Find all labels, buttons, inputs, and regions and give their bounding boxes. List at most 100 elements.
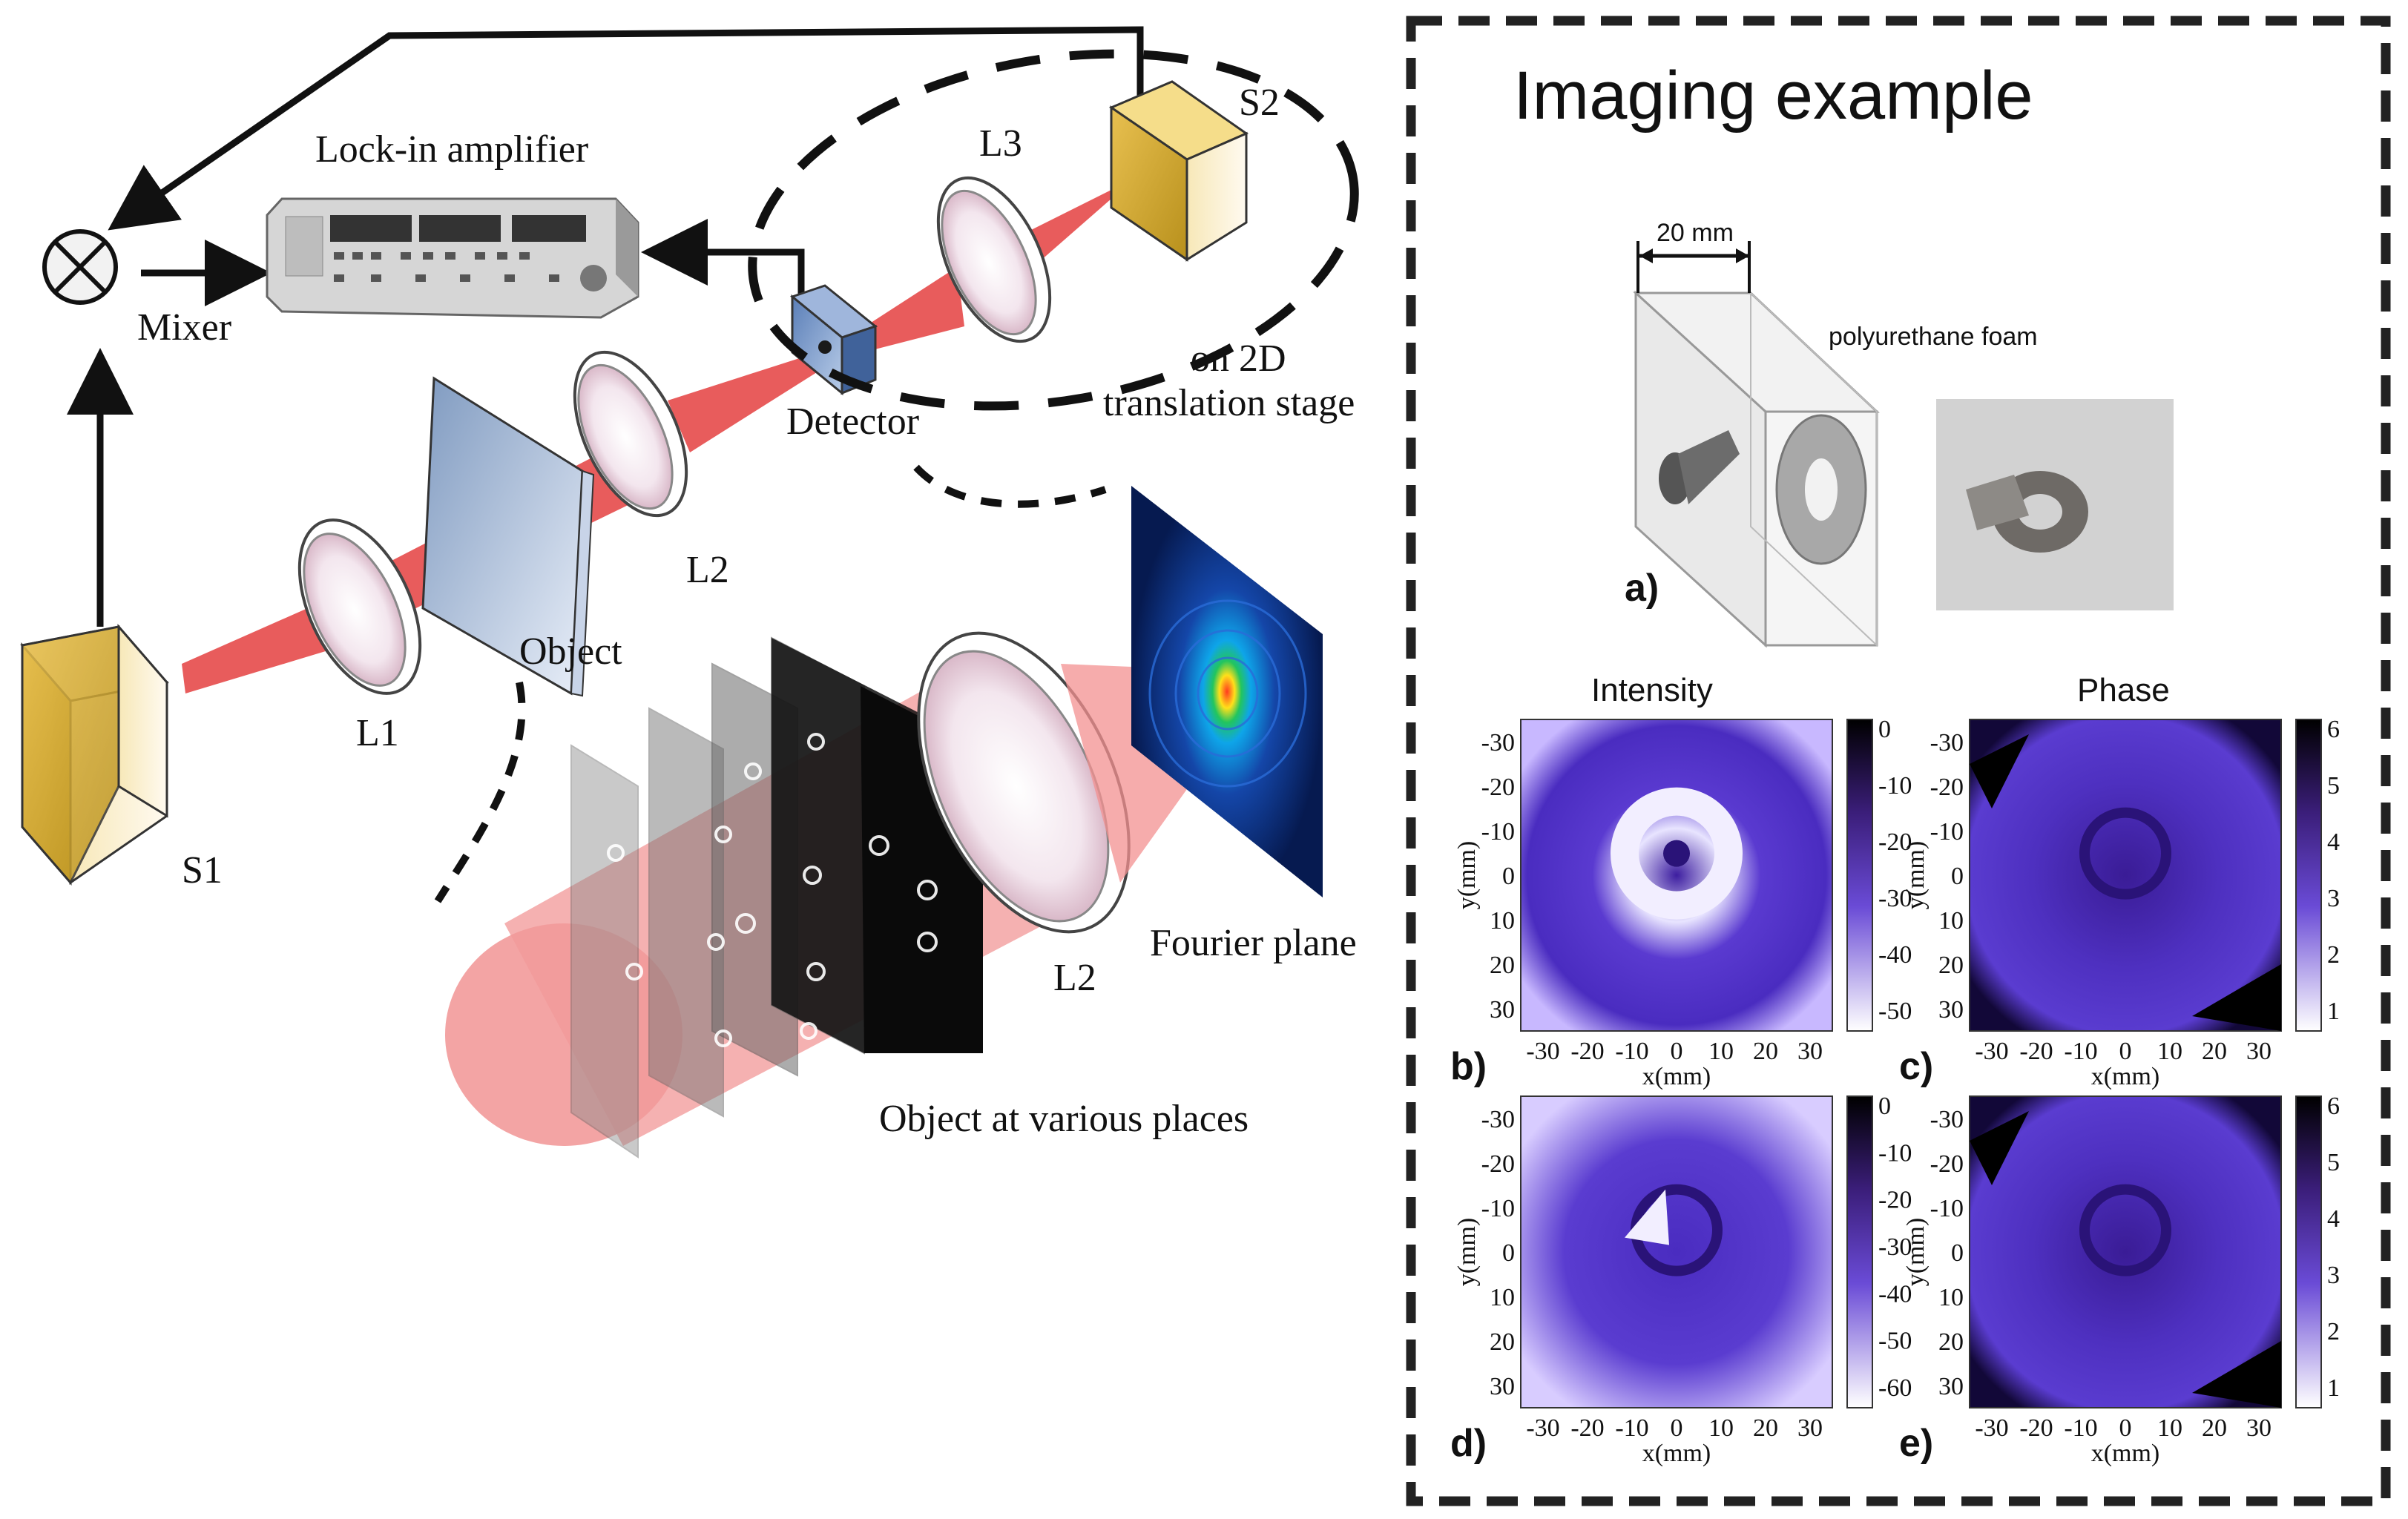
x-tick-label: -10 (2064, 1414, 2097, 1442)
colorbar-tick-label: 3 (2327, 1262, 2340, 1289)
x-tick-label: -20 (2019, 1038, 2053, 1065)
column-title-intensity: Intensity (1591, 672, 1713, 708)
ring-feature (2079, 1184, 2171, 1276)
colorbar-tick-label: 6 (2327, 716, 2340, 743)
x-tick-label: -20 (1570, 1038, 1604, 1065)
colorbar-tick-label: -20 (1878, 828, 1912, 856)
y-tick-label: 20 (1490, 1328, 1515, 1356)
x-tick-label: 0 (1671, 1414, 1683, 1442)
heatmap-image (1969, 1095, 2282, 1408)
detector-to-lockin-line (641, 219, 805, 297)
y-tick-label: 30 (1938, 996, 1964, 1024)
reference-signal-line (108, 26, 1144, 231)
x-axis-label: x(mm) (2091, 1440, 2160, 1467)
source-s1-icon (20, 623, 169, 886)
ring-feature (2079, 807, 2171, 900)
x-tick-label: 10 (1708, 1414, 1734, 1442)
stage-label-line1: on 2D (1191, 337, 1286, 380)
object-scan-inset (445, 636, 1053, 1159)
mixer-label: Mixer (137, 306, 231, 349)
y-tick-label: 0 (1951, 1239, 1964, 1267)
x-tick-label: 20 (1753, 1414, 1778, 1442)
colorbar-tick-label: 2 (2327, 1318, 2340, 1345)
fourier-plane-label: Fourier plane (1150, 922, 1357, 964)
sample-dimension-label: 20 mm (1657, 219, 1734, 247)
imaging-example-title: Imaging example (1513, 58, 2033, 134)
colorbar-tick-label: -30 (1878, 885, 1912, 912)
colorbar-tick-label: -30 (1878, 1233, 1912, 1261)
y-tick-label: 10 (1490, 907, 1515, 935)
x-tick-label: 20 (2202, 1414, 2227, 1442)
x-tick-label: 30 (1797, 1414, 1823, 1442)
x-tick-label: 10 (2157, 1038, 2182, 1065)
y-axis-label: y(mm) (1453, 841, 1481, 910)
panel-label: c) (1899, 1045, 1933, 1088)
lens-l1-label: L1 (356, 712, 399, 754)
y-tick-label: -30 (1930, 1106, 1964, 1133)
x-tick-label: -10 (2064, 1038, 2097, 1065)
colorbar-tick-label: 6 (2327, 1093, 2340, 1120)
y-tick-label: 20 (1490, 952, 1515, 979)
source-s2-icon (1108, 80, 1249, 262)
y-tick-label: 10 (1938, 1284, 1964, 1311)
x-tick-label: -10 (1615, 1038, 1648, 1065)
colorbar-tick-label: 2 (2327, 941, 2340, 969)
colorbar-tick-label: 5 (2327, 1149, 2340, 1176)
colorbar-tick-label: 3 (2327, 885, 2340, 912)
y-tick-label: -10 (1930, 1195, 1964, 1222)
object-places-label: Object at various places (879, 1098, 1249, 1140)
lens-l2-label: L2 (686, 549, 729, 591)
y-tick-label: 0 (1951, 863, 1964, 890)
y-tick-label: -20 (1930, 1150, 1964, 1178)
colorbar-tick-label: -40 (1878, 1280, 1912, 1308)
y-tick-label: -30 (1930, 729, 1964, 757)
detector-label: Detector (786, 401, 919, 443)
colorbar-tick-label: 4 (2327, 828, 2340, 856)
y-tick-label: 30 (1490, 1373, 1515, 1400)
colorbar-tick-label: 1 (2327, 1374, 2340, 1402)
sample-box-icon (1633, 241, 1880, 648)
x-tick-label: -30 (1526, 1414, 1559, 1442)
x-tick-label: 10 (1708, 1038, 1734, 1065)
beam-segment-5 (1016, 178, 1135, 282)
x-tick-label: 20 (1753, 1038, 1778, 1065)
x-tick-label: -20 (2019, 1414, 2053, 1442)
x-axis-label: x(mm) (1642, 1440, 1711, 1467)
x-tick-label: 30 (2246, 1038, 2272, 1065)
colorbar-tick-label: -10 (1878, 772, 1912, 800)
heatmap-image (1969, 719, 2282, 1032)
x-tick-label: 30 (1797, 1038, 1823, 1065)
x-tick-label: 0 (2119, 1038, 2132, 1065)
phase-wrap-region (2192, 964, 2281, 1031)
colorbar (2295, 1095, 2322, 1408)
lens-l2-icon (573, 350, 688, 518)
x-tick-label: 10 (2157, 1414, 2182, 1442)
colorbar-tick-label: -50 (1878, 998, 1912, 1025)
phase-wrap-region (1970, 734, 2029, 808)
stage-label-line2: translation stage (1103, 382, 1355, 424)
colorbar-tick-label: 0 (1878, 1093, 1891, 1120)
colorbar-tick-label: 1 (2327, 998, 2340, 1025)
colorbar-tick-label: -50 (1878, 1328, 1912, 1355)
y-axis-label: y(mm) (1902, 1218, 1930, 1287)
colorbar-tick-label: -10 (1878, 1139, 1912, 1167)
phase-wrap-region (2192, 1341, 2281, 1408)
imaging-example-border (1406, 16, 2391, 1506)
x-tick-label: 20 (2202, 1038, 2227, 1065)
object-plate-icon (421, 376, 595, 697)
x-tick-label: -30 (1526, 1038, 1559, 1065)
y-tick-label: -10 (1481, 1195, 1515, 1222)
colorbar-tick-label: 0 (1878, 716, 1891, 743)
y-tick-label: 0 (1502, 863, 1515, 890)
y-tick-label: 20 (1938, 1328, 1964, 1356)
lens-l3-label: L3 (979, 122, 1022, 165)
ring-feature (1611, 787, 1743, 920)
y-tick-label: 30 (1490, 996, 1515, 1024)
colorbar (1846, 719, 1873, 1032)
y-tick-label: 20 (1938, 952, 1964, 979)
column-title-phase: Phase (2077, 672, 2170, 708)
